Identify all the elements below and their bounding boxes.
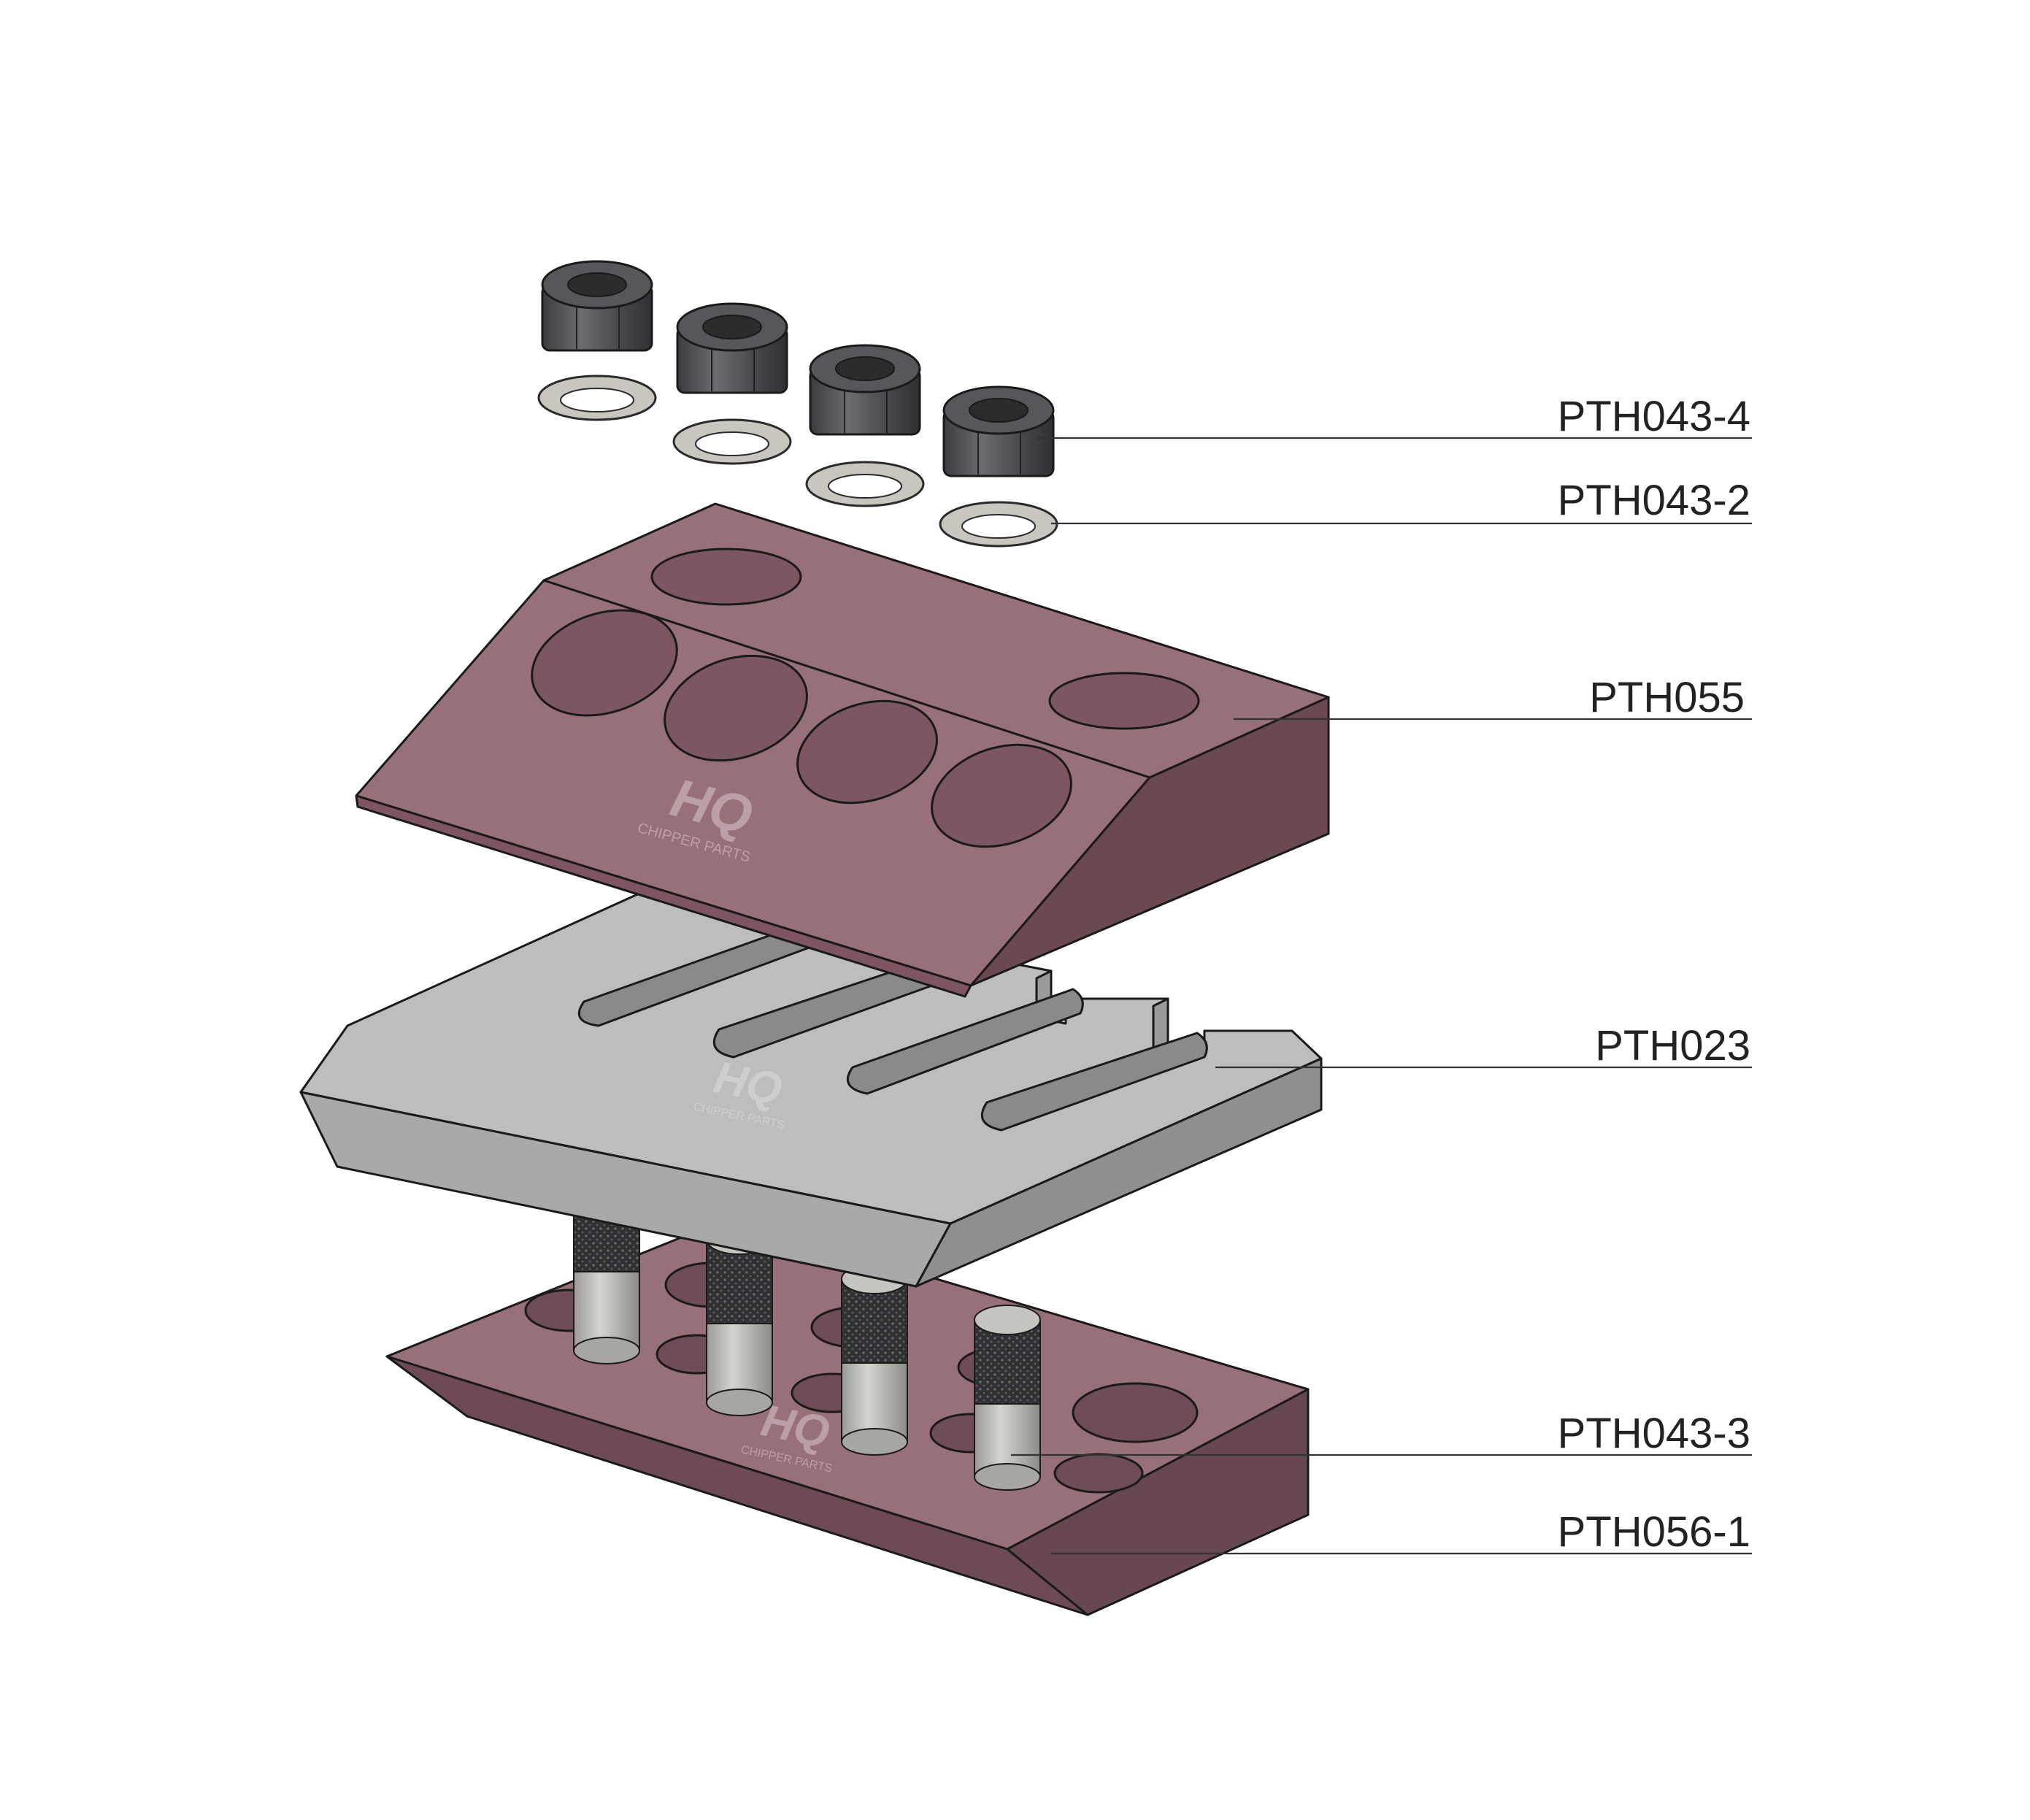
top-clamp-slope-holes: [531, 609, 1072, 848]
nut: [809, 344, 921, 436]
washer: [939, 501, 1058, 548]
nut: [541, 260, 653, 352]
stud: [841, 1264, 908, 1456]
callout-pth055: PTH055: [1234, 674, 1752, 721]
callout-label: PTH043-3: [1558, 1410, 1750, 1457]
washers-pth043-2: [537, 375, 1058, 548]
callout-pth043-3: PTH043-3: [1011, 1410, 1752, 1457]
callout-label: PTH055: [1589, 674, 1745, 721]
washer: [672, 418, 792, 465]
callout-pth043-4: PTH043-4: [1037, 393, 1752, 440]
bottom-clamp-side-face: [1006, 1388, 1310, 1616]
top-clamp-top-holes: [650, 548, 1200, 730]
blade-slots: [577, 917, 1208, 1132]
stud: [974, 1305, 1041, 1491]
blade-front-edge: [915, 1057, 1323, 1288]
blade-pth023: HQ CHIPPER PARTS: [299, 891, 1323, 1288]
callout-label: PTH023: [1595, 1022, 1750, 1070]
washer: [537, 375, 657, 421]
nut: [676, 302, 788, 394]
stud: [706, 1224, 773, 1416]
callout-pth023: PTH023: [1215, 1022, 1752, 1070]
washer: [805, 461, 925, 507]
studs-pth043-3: [573, 1176, 1041, 1491]
nut: [942, 385, 1055, 477]
callout-label: PTH056-1: [1558, 1508, 1750, 1556]
callouts: PTH043-4 PTH043-2 PTH055 PTH023 PTH043-3…: [1011, 393, 1752, 1556]
callout-label: PTH043-2: [1558, 477, 1750, 524]
nuts-pth043-4: [541, 260, 1055, 477]
top-clamp-pth055: HQ CHIPPER PARTS: [355, 502, 1330, 998]
top-clamp-front-lip: [355, 794, 972, 998]
callout-label: PTH043-4: [1558, 393, 1750, 440]
callout-pth043-2: PTH043-2: [1051, 477, 1752, 525]
top-clamp-side-face: [969, 696, 1330, 987]
callout-pth056-1: PTH056-1: [1051, 1508, 1752, 1556]
